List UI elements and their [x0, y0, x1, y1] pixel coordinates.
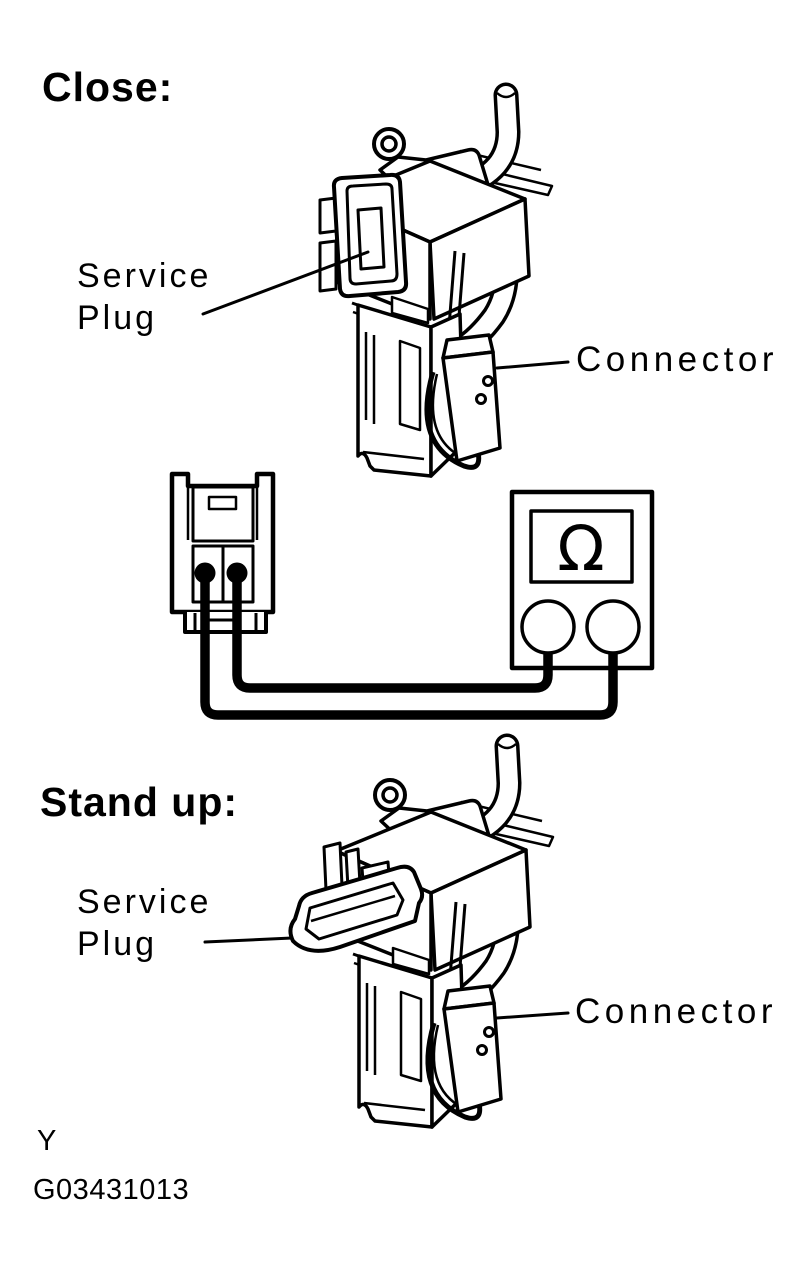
service-plug-label-bottom-line1: Service	[77, 883, 212, 921]
meter-jack-right	[585, 599, 641, 655]
service-plug-standup-lever	[288, 841, 425, 953]
meter-jack-left	[520, 599, 576, 655]
leader-line-service-plug-bottom	[203, 936, 294, 944]
continuity-test-drawing: Ω	[169, 471, 655, 720]
service-plug-label-top-line2: Plug	[77, 299, 158, 337]
service-plug-assembly-closed-drawing	[201, 93, 570, 476]
service-plug-label-bottom: Service Plug	[77, 881, 211, 965]
leader-line-connector-bottom	[495, 1011, 570, 1020]
section-marker: Y	[37, 1125, 57, 1157]
terminal-pin-left	[194, 562, 216, 584]
harness-connector-drawing	[169, 471, 276, 634]
figure-title-standup: Stand up:	[40, 779, 239, 825]
service-plug-label-top: Service Plug	[77, 255, 211, 339]
service-plug-closed-lever	[318, 172, 409, 299]
ohmmeter-symbol: Ω	[557, 512, 604, 585]
terminal-pin-right	[226, 562, 248, 584]
figure-title-close: Close:	[42, 64, 174, 110]
connector-label-bottom: Connector	[575, 992, 777, 1031]
service-plug-label-top-line1: Service	[77, 257, 212, 295]
leader-line-connector-top	[495, 360, 570, 370]
service-plug-assembly-standup-drawing	[203, 744, 570, 1127]
service-plug-label-bottom-line2: Plug	[77, 925, 158, 963]
connector-label-top: Connector	[576, 340, 778, 379]
figure-number: G03431013	[33, 1174, 190, 1206]
test-lead-wires	[200, 578, 618, 720]
leader-line-service-plug-top	[201, 250, 370, 316]
